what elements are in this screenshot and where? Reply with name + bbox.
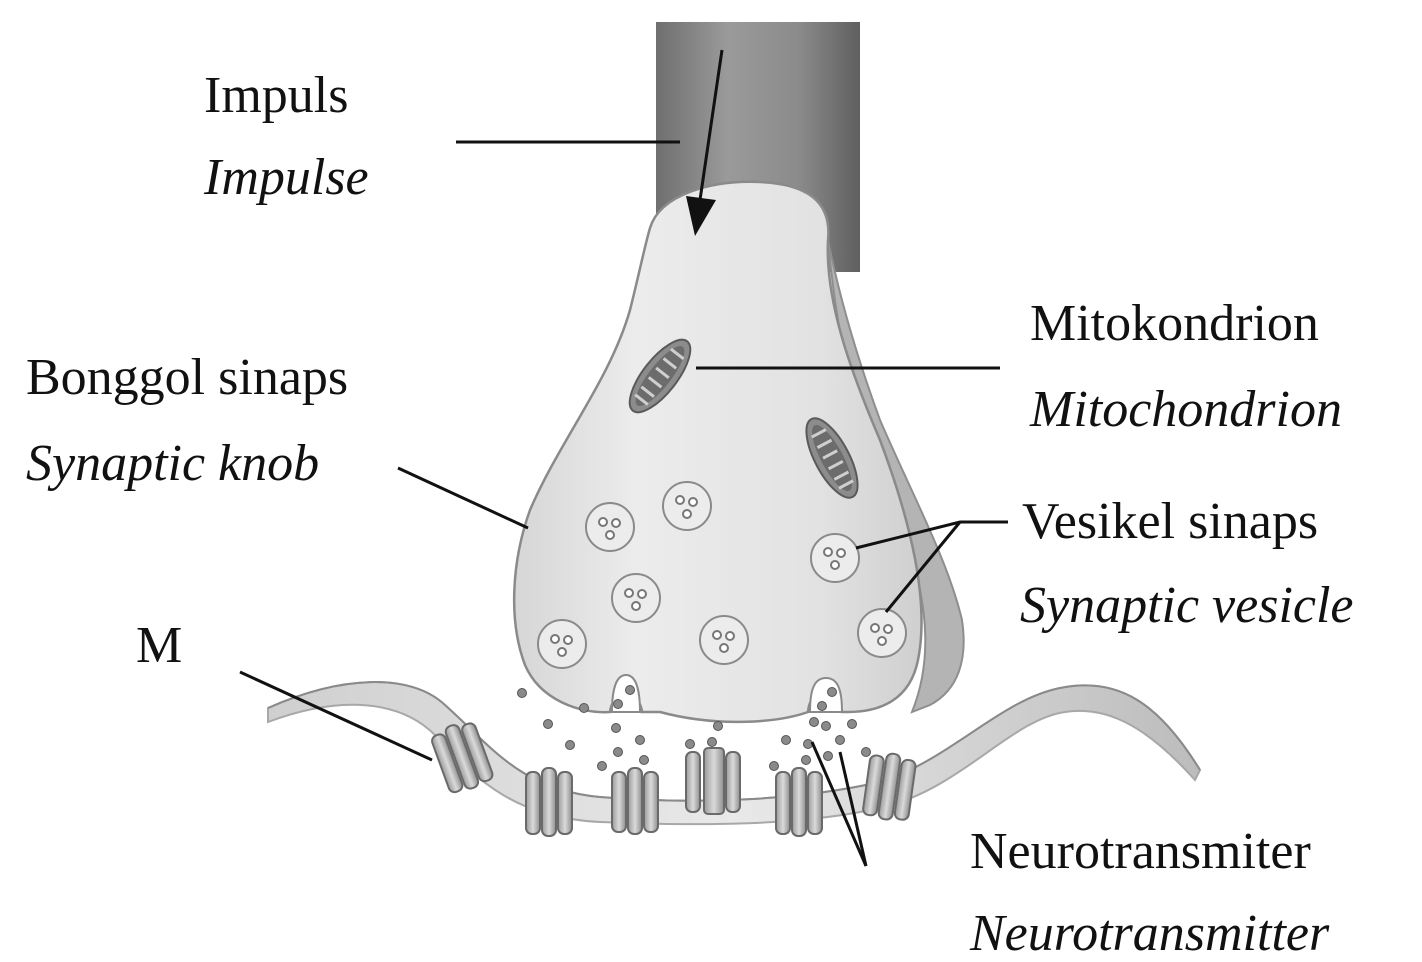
neurotransmitter-label-malay: Neurotransmiter (970, 826, 1311, 878)
impulse-label-malay: Impuls (204, 70, 348, 122)
synaptic-vesicle (811, 534, 859, 582)
synaptic-knob-label-english: Synaptic knob (26, 438, 319, 490)
mitochondrion-label-english: Mitochondrion (1030, 384, 1342, 436)
receptor-protein (862, 751, 917, 823)
synaptic-vesicle (858, 609, 906, 657)
synaptic-knob-label-malay: Bonggol sinaps (26, 352, 348, 404)
synaptic-vesicle-label-english: Synaptic vesicle (1020, 580, 1354, 632)
impulse-label-english: Impulse (204, 152, 369, 204)
receptor-protein (776, 768, 822, 836)
synaptic-vesicle (612, 574, 660, 622)
synaptic-vesicle (700, 616, 748, 664)
mitochondrion-label-malay: Mitokondrion (1030, 298, 1319, 350)
receptor-protein (612, 768, 658, 834)
synaptic-vesicle (663, 482, 711, 530)
synaptic-vesicle (586, 503, 634, 551)
synaptic-vesicle-label-malay: Vesikel sinaps (1022, 496, 1318, 548)
receptor-protein (526, 768, 572, 836)
m-label: M (136, 620, 182, 672)
neurotransmitter-label-english: Neurotransmitter (970, 908, 1329, 960)
synaptic-knob-leader (398, 468, 528, 528)
synaptic-vesicle (538, 620, 586, 668)
receptor-protein (686, 748, 740, 814)
